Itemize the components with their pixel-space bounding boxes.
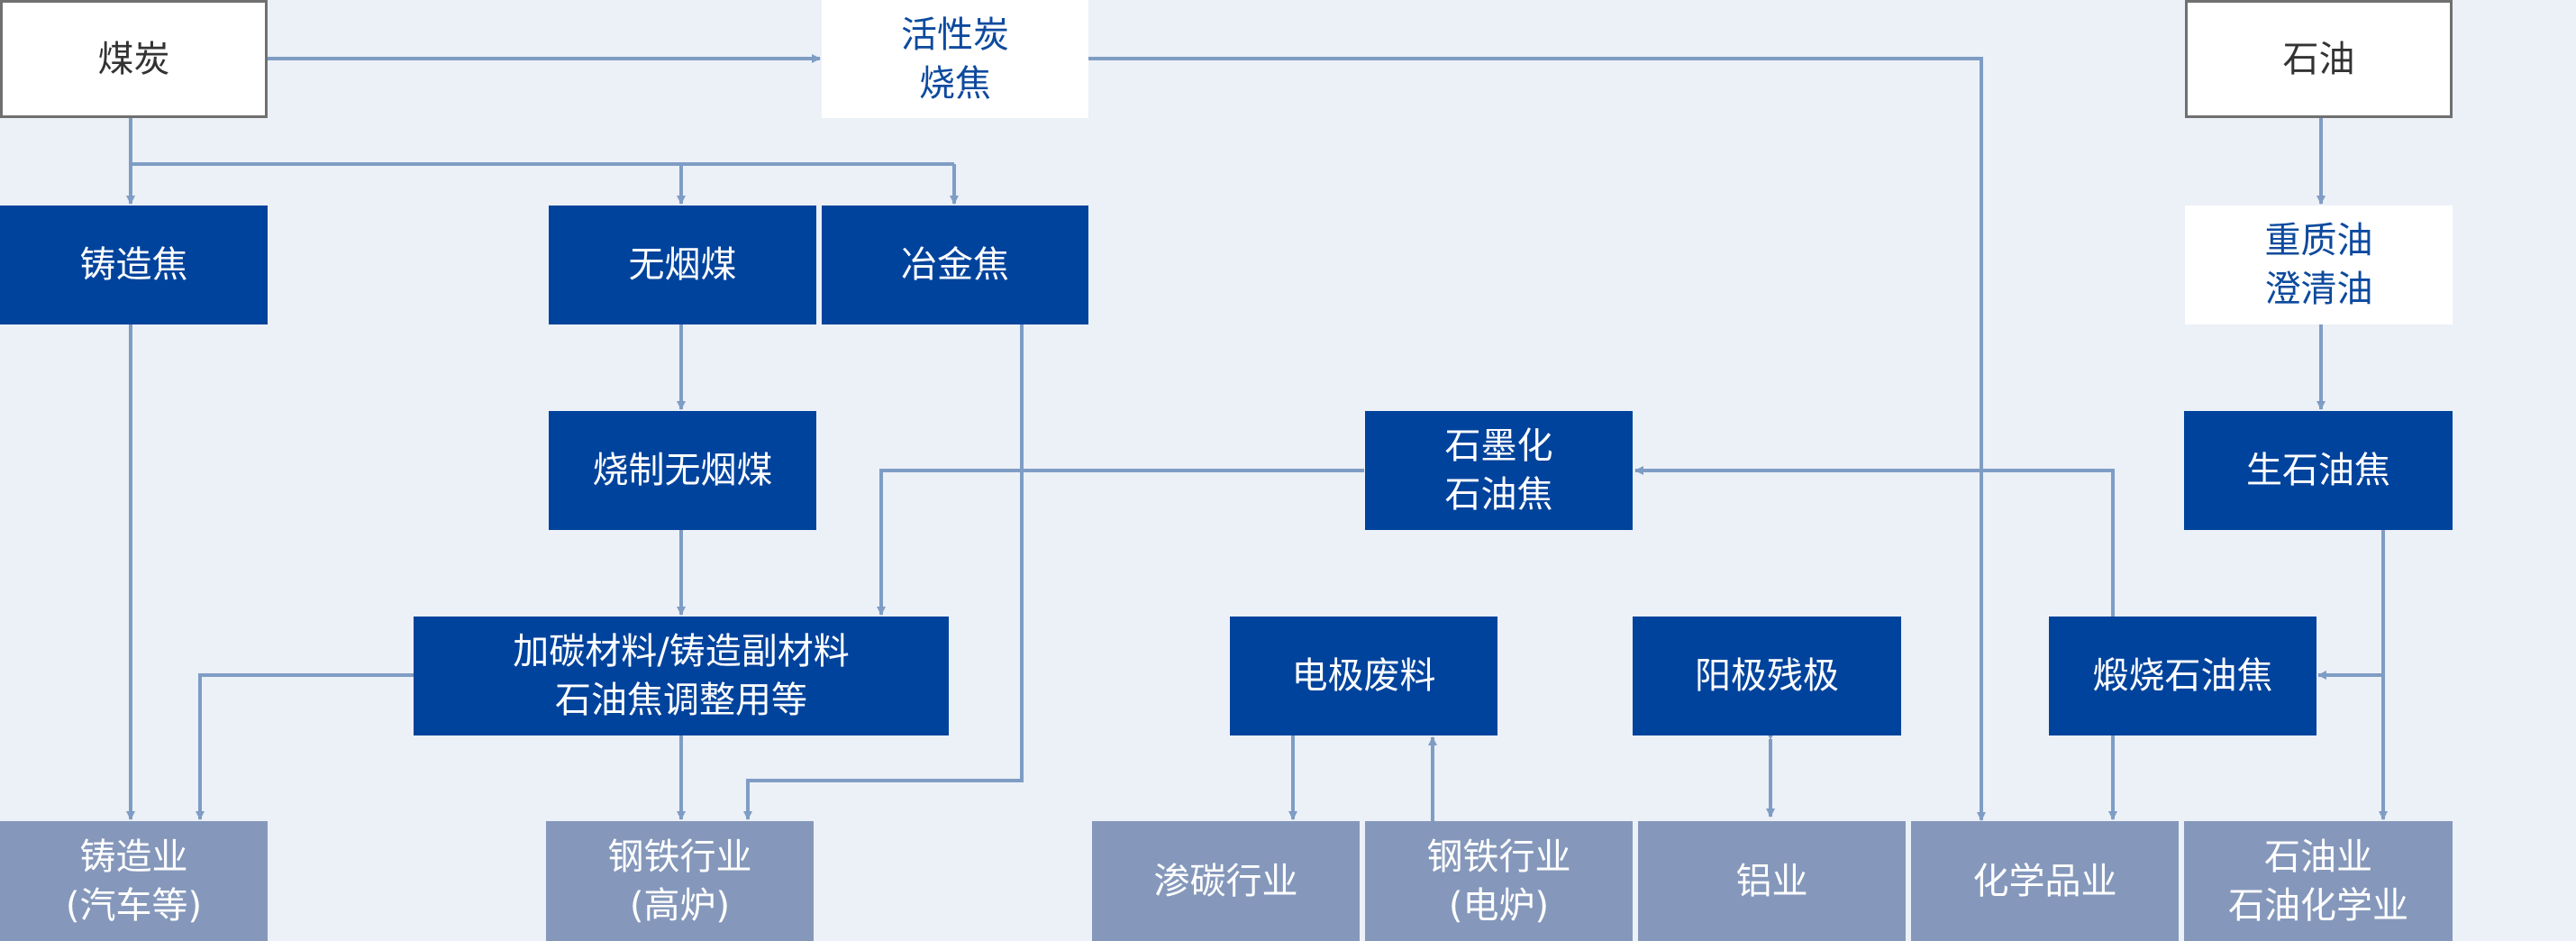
edge-calcined-coke-to-graphitized-coke bbox=[1634, 466, 2115, 617]
node-aluminum-industry: 铝业 bbox=[1638, 821, 1906, 941]
node-label: (高炉) bbox=[629, 884, 731, 927]
node-green-coke: 生石油焦 bbox=[2184, 411, 2453, 530]
node-foundry-industry: 铸造业 (汽车等) bbox=[0, 821, 268, 941]
node-label: 煤炭 bbox=[97, 38, 170, 80]
node-steel-electric-furnace: 钢铁行业 (电炉) bbox=[1365, 821, 1633, 941]
node-label: 铸造焦 bbox=[79, 244, 188, 286]
node-label: 澄清油 bbox=[2264, 269, 2373, 310]
node-label: 生石油焦 bbox=[2246, 450, 2390, 491]
node-carburizer: 加碳材料/铸造副材料 石油焦调整用等 bbox=[414, 617, 949, 735]
node-label: 钢铁行业 bbox=[607, 836, 752, 878]
node-carburizing-industry: 渗碳行业 bbox=[1092, 821, 1360, 941]
node-heavy-oil: 重质油 澄清油 bbox=[2185, 206, 2453, 324]
edge-metallurgical-coke-to-steel-blast bbox=[743, 324, 1024, 820]
node-label: 冶金焦 bbox=[901, 244, 1009, 286]
node-label: 铝业 bbox=[1735, 860, 1808, 902]
node-anode-butts: 阳极残极 bbox=[1633, 617, 1901, 735]
node-graphitized-coke: 石墨化 石油焦 bbox=[1365, 411, 1633, 530]
edge-graphitized-coke-to-carburizer bbox=[877, 469, 1364, 616]
node-label: 石墨化 bbox=[1444, 425, 1553, 467]
node-steel-blast-furnace: 钢铁行业 (高炉) bbox=[546, 821, 814, 941]
node-calcined-coke: 煅烧石油焦 bbox=[2049, 617, 2317, 735]
node-label: 石油业 bbox=[2264, 836, 2372, 878]
node-coal: 煤炭 bbox=[0, 0, 268, 118]
node-label: 重质油 bbox=[2264, 220, 2373, 261]
node-foundry-coke: 铸造焦 bbox=[0, 206, 268, 324]
node-label: 钢铁行业 bbox=[1426, 836, 1571, 878]
node-label: 渗碳行业 bbox=[1153, 860, 1298, 902]
node-label: 烧焦 bbox=[919, 62, 991, 105]
node-label: 化学品业 bbox=[1972, 860, 2117, 902]
node-chemicals-industry: 化学品业 bbox=[1911, 821, 2179, 941]
node-label: 石油 bbox=[2282, 38, 2355, 80]
node-label: 石油化学业 bbox=[2228, 884, 2408, 927]
node-label: 阳极残极 bbox=[1695, 655, 1839, 697]
node-label: 铸造业 bbox=[79, 836, 188, 878]
node-activated-carbon: 活性炭 烧焦 bbox=[822, 0, 1088, 118]
edge-activated-carbon-to-chemicals bbox=[1088, 57, 1986, 821]
node-calcined-anthracite: 烧制无烟煤 bbox=[549, 411, 816, 530]
node-label: 石油焦调整用等 bbox=[555, 680, 807, 721]
node-label: (电炉) bbox=[1448, 884, 1550, 927]
edge-carburizer-to-foundry-industry bbox=[196, 673, 414, 820]
node-label: (汽车等) bbox=[65, 884, 203, 927]
node-anthracite: 无烟煤 bbox=[549, 206, 816, 324]
node-label: 电极废料 bbox=[1291, 655, 1436, 697]
node-label: 加碳材料/铸造副材料 bbox=[513, 631, 850, 672]
node-label: 煅烧石油焦 bbox=[2092, 655, 2273, 697]
node-petrochemical-industry: 石油业 石油化学业 bbox=[2184, 821, 2453, 941]
node-label: 无烟煤 bbox=[628, 244, 737, 286]
node-petroleum: 石油 bbox=[2185, 0, 2453, 118]
node-label: 活性炭 bbox=[901, 14, 1009, 56]
node-electrode-scrap: 电极废料 bbox=[1230, 617, 1497, 735]
node-label: 石油焦 bbox=[1444, 474, 1553, 516]
node-label: 烧制无烟煤 bbox=[592, 450, 773, 491]
node-metallurgical-coke: 冶金焦 bbox=[822, 206, 1088, 324]
